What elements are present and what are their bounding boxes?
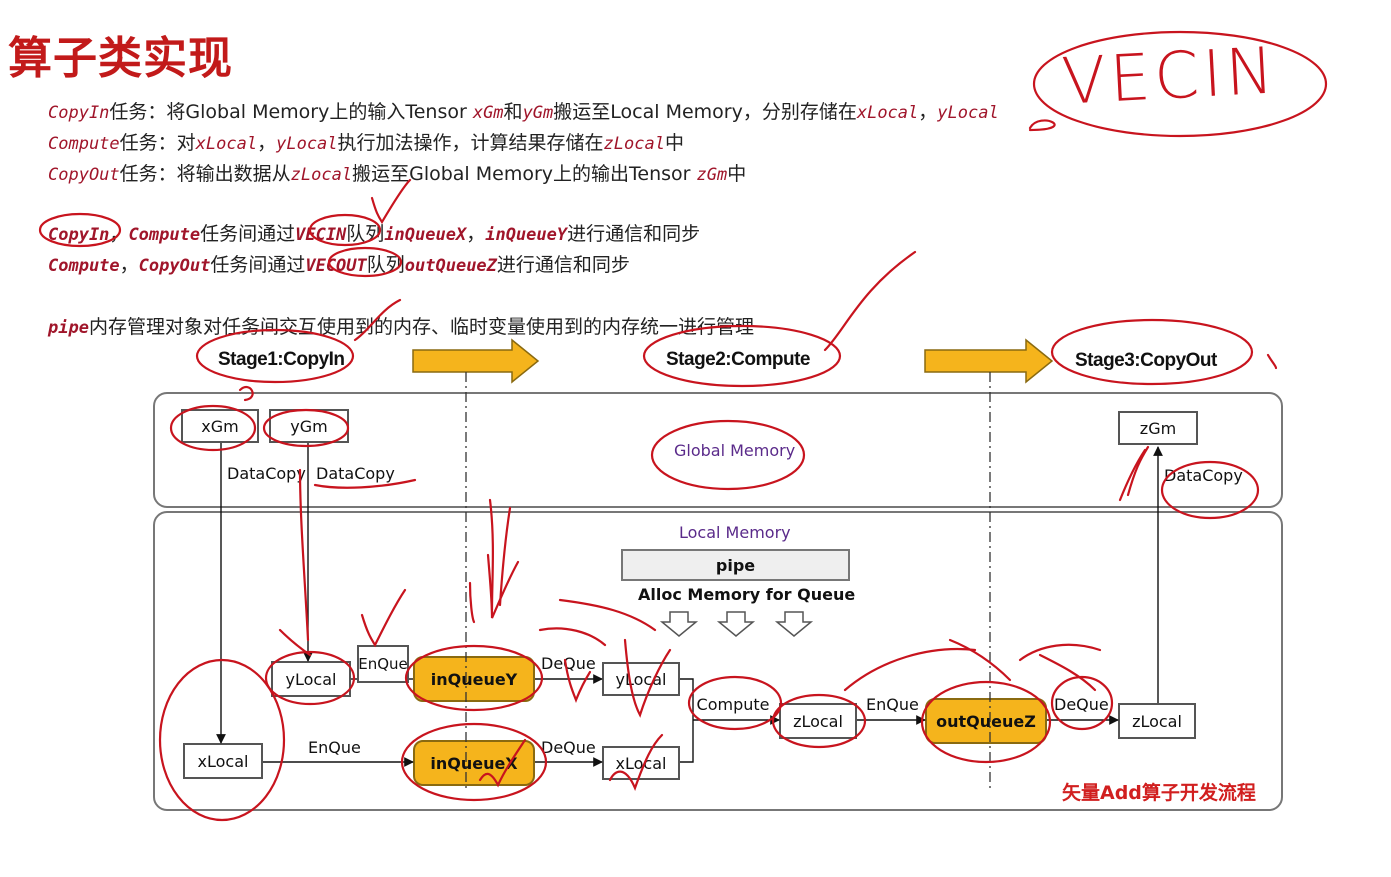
code-token: xLocal	[856, 103, 919, 123]
code-token: Compute	[48, 134, 120, 154]
stage-arrow-2	[924, 338, 1054, 384]
ylocal-out-box: yLocal	[602, 662, 680, 696]
description-vecout-queue: Compute，CopyOut任务间通过VECOUT队列outQueueZ进行通…	[48, 250, 630, 277]
description-pipe: pipe内存管理对象对任务间交互使用到的内存、临时变量使用到的内存统一进行管理	[48, 312, 754, 339]
text-token: 任务：将输出数据从	[119, 163, 291, 185]
text-token: 任务：对	[119, 132, 196, 154]
description-copyout: CopyOut任务：将输出数据从zLocal搬运至Global Memory上的…	[48, 159, 746, 186]
text-token: ，	[257, 132, 277, 154]
text-token: 任务间通过	[200, 223, 296, 245]
code-token: inQueueX	[384, 225, 467, 245]
code-token: CopyOut	[138, 256, 211, 276]
enque-x-label: EnQue	[308, 738, 361, 757]
code-token: VECIN	[295, 225, 347, 245]
stage-arrow-1	[412, 338, 540, 384]
global-memory-label: Global Memory	[674, 441, 796, 460]
footer-caption: 矢量Add算子开发流程	[1062, 782, 1256, 804]
text-token: 和	[503, 101, 523, 123]
text-token: 中	[664, 132, 684, 154]
code-token: pipe	[48, 318, 89, 338]
deque-z-label: DeQue	[1054, 695, 1109, 714]
alloc-memory-label: Alloc Memory for Queue	[638, 585, 856, 604]
code-token: CopyIn	[48, 225, 110, 245]
text-token: 任务间通过	[210, 254, 306, 276]
code-token: Compute	[48, 256, 120, 276]
code-token: CopyIn	[48, 103, 110, 123]
text-token: ，	[466, 223, 486, 245]
text-token: 执行加法操作，计算结果存储在	[337, 132, 604, 154]
text-token: 进行通信和同步	[567, 223, 701, 245]
code-token: VECOUT	[305, 256, 367, 276]
text-token: ，	[918, 101, 938, 123]
text-token: 搬运至Local Memory，分别存储在	[553, 101, 857, 123]
text-token: 进行通信和同步	[496, 254, 630, 276]
description-vecin-queue: CopyIn，Compute任务间通过VECIN队列inQueueX，inQue…	[48, 219, 700, 246]
code-token: inQueueY	[485, 225, 568, 245]
zlocal-out-box: zLocal	[1118, 703, 1196, 739]
text-token: 任务：将Global Memory上的输入Tensor	[109, 101, 473, 123]
description-copyin: CopyIn任务：将Global Memory上的输入Tensor xGm和yG…	[48, 97, 999, 124]
text-token: 中	[727, 163, 747, 185]
enque-y-box: EnQue	[357, 645, 409, 683]
inqueuex-queue: inQueueX	[413, 740, 535, 786]
description-compute: Compute任务：对xLocal，yLocal执行加法操作，计算结果存储在zL…	[48, 128, 684, 155]
datacopy-z-label: DataCopy	[1164, 466, 1243, 485]
code-token: zLocal	[603, 134, 665, 154]
datacopy-y-label: DataCopy	[316, 464, 395, 483]
stage2-label: Stage2:Compute	[666, 349, 810, 370]
code-token: zGm	[696, 165, 728, 185]
code-token: CopyOut	[48, 165, 120, 185]
code-token: zLocal	[290, 165, 353, 185]
deque-y-label: DeQue	[541, 654, 596, 673]
ylocal-in-box: yLocal	[271, 661, 351, 697]
page-title: 算子类实现	[8, 33, 233, 84]
code-token: yGm	[522, 103, 554, 123]
stage3-label: Stage3:CopyOut	[1075, 350, 1217, 371]
code-token: Compute	[128, 225, 201, 245]
enque-z-label: EnQue	[866, 695, 919, 714]
text-token: 搬运至Global Memory上的输出Tensor	[352, 163, 697, 185]
local-memory-label: Local Memory	[679, 523, 791, 542]
zgm-box: zGm	[1118, 411, 1198, 445]
deque-x-label: DeQue	[541, 738, 596, 757]
pipe-box: pipe	[621, 549, 850, 581]
code-token: yLocal	[276, 134, 338, 154]
zlocal-in-box: zLocal	[779, 703, 857, 739]
red-ink-annotations	[38, 30, 1328, 822]
text-token: ，	[119, 254, 139, 276]
code-token: xGm	[472, 103, 504, 123]
compute-box: Compute	[693, 688, 773, 720]
inqueuey-queue: inQueueY	[413, 656, 535, 702]
xlocal-in-box: xLocal	[183, 743, 263, 779]
code-token: outQueueZ	[404, 256, 497, 276]
code-token: yLocal	[937, 103, 999, 123]
outqueuez-queue: outQueueZ	[925, 698, 1047, 744]
text-token: 内存管理对象对任务间交互使用到的内存、临时变量使用到的内存统一进行管理	[88, 316, 754, 338]
stage1-label: Stage1:CopyIn	[218, 349, 345, 370]
datacopy-x-label: DataCopy	[227, 464, 306, 483]
text-token: 队列	[346, 223, 385, 245]
code-token: xLocal	[195, 134, 258, 154]
